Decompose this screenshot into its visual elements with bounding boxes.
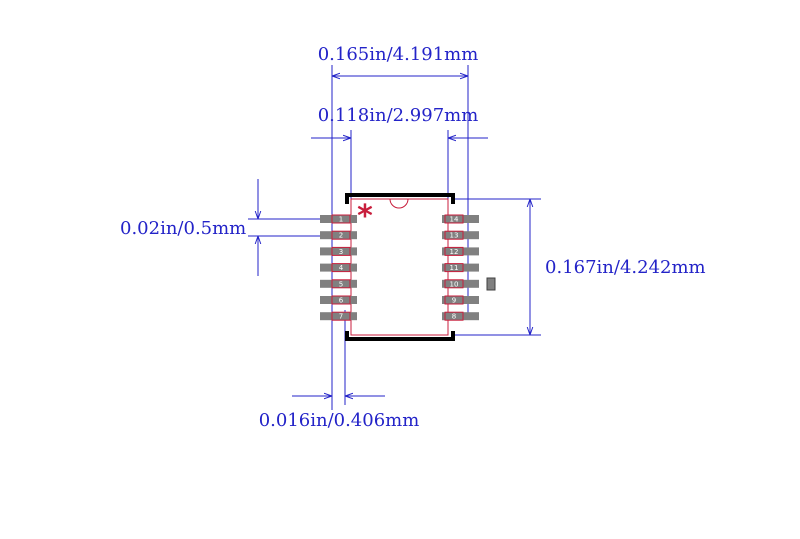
right-pin-number: 11 <box>450 264 459 272</box>
right-pad-column: 14 13 12 11 10 9 8 <box>442 214 479 321</box>
left-pad <box>320 279 357 288</box>
right-pad-outline <box>444 311 464 321</box>
left-pad-outline <box>331 230 351 240</box>
pin1-notch <box>389 198 409 209</box>
left-pad-column: 1 2 3 4 5 6 7 <box>320 214 357 321</box>
right-pin-number: 10 <box>450 280 459 288</box>
body-edge-top <box>345 193 455 204</box>
left-pad-outline <box>331 246 351 256</box>
left-pad <box>320 312 357 321</box>
right-pin-number: 13 <box>450 232 459 240</box>
right-pad-outline <box>444 230 464 240</box>
pin-pitch-dimension <box>248 179 354 276</box>
left-pin-number: 2 <box>339 232 343 240</box>
body-width-dimension <box>311 130 488 200</box>
left-pin-number: 4 <box>339 264 344 272</box>
right-pad <box>442 231 479 240</box>
left-pin-number: 7 <box>339 313 343 321</box>
right-pad <box>442 279 479 288</box>
right-pad-outline <box>444 279 464 289</box>
right-pad-outline <box>444 246 464 256</box>
left-pad-outline <box>331 279 351 289</box>
left-pin-number: 3 <box>339 248 343 256</box>
pin-pitch-label: 0.02in/0.5mm <box>120 218 246 239</box>
left-pin-number: 5 <box>339 280 343 288</box>
left-pad <box>320 296 357 304</box>
left-pad-outline <box>331 263 351 273</box>
body-edge-bottom <box>345 331 455 341</box>
pin1-marker-icon: * <box>357 199 373 234</box>
right-pad-outline <box>444 214 464 224</box>
left-pin-number: 6 <box>339 297 344 305</box>
left-pad <box>320 263 357 272</box>
right-pin-number: 9 <box>452 297 456 305</box>
pin-width-label: 0.016in/0.406mm <box>259 410 420 431</box>
right-pad-outline <box>444 295 464 305</box>
left-pad <box>320 247 357 256</box>
left-pad-outline <box>331 214 351 224</box>
right-pad <box>442 215 479 223</box>
right-pad <box>442 296 479 304</box>
right-pad-outline <box>444 263 464 273</box>
body-length-dimension <box>454 198 541 336</box>
right-pin-number: 14 <box>450 216 459 224</box>
right-pad <box>442 247 479 256</box>
overall-width-label: 0.165in/4.191mm <box>318 44 479 65</box>
left-pad <box>320 231 357 240</box>
body-width-label: 0.118in/2.997mm <box>318 105 479 126</box>
body-length-label: 0.167in/4.242mm <box>545 257 706 278</box>
right-pin-number: 8 <box>452 313 456 321</box>
right-pin-number: 12 <box>450 248 459 256</box>
left-pin-number: 1 <box>339 216 343 224</box>
left-pad <box>320 215 357 223</box>
pin-width-dimension <box>292 310 385 405</box>
right-pad <box>442 312 479 321</box>
side-component-pad <box>486 277 496 291</box>
left-pad-outline <box>331 295 351 305</box>
left-pad-outline <box>331 311 351 321</box>
right-pad <box>442 263 479 272</box>
